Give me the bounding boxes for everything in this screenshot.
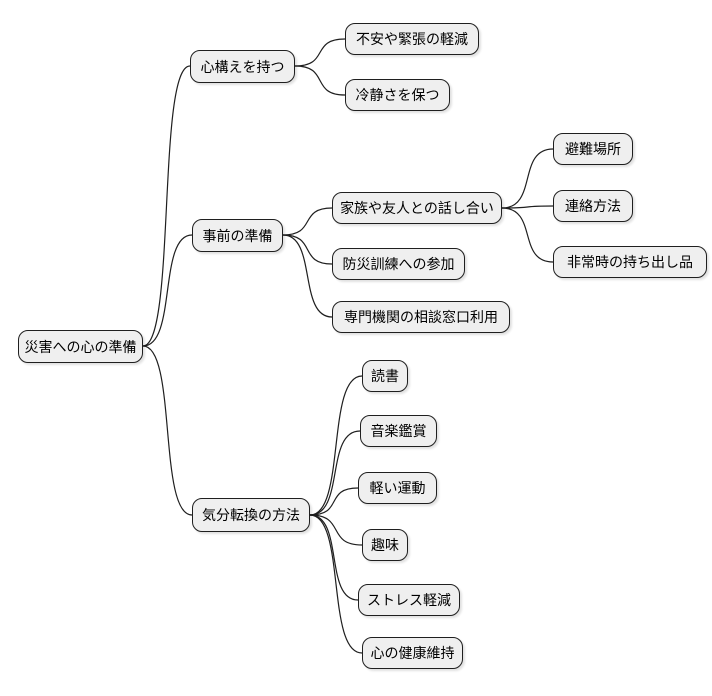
node-music[interactable]: 音楽鑑賞 xyxy=(360,415,437,447)
node-emergency-kit[interactable]: 非常時の持ち出し品 xyxy=(553,246,707,278)
edge-mood-reading xyxy=(309,375,363,516)
node-disaster-drill[interactable]: 防災訓練への参加 xyxy=(332,248,465,280)
edge-family-contact xyxy=(501,205,554,209)
node-family-discussion[interactable]: 家族や友人との話し合い xyxy=(332,192,502,224)
edge-mindset-calm xyxy=(294,65,346,96)
node-stay-calm[interactable]: 冷静さを保つ xyxy=(345,79,450,111)
node-root[interactable]: 災害への心の準備 xyxy=(18,330,143,363)
node-reading[interactable]: 読書 xyxy=(362,360,408,392)
node-hobby[interactable]: 趣味 xyxy=(362,529,408,561)
edge-root-mood xyxy=(142,345,193,516)
edge-mood-hobby xyxy=(309,514,363,546)
edge-family-emergency-kit xyxy=(501,207,554,263)
node-light-exercise[interactable]: 軽い運動 xyxy=(358,472,437,504)
edge-root-mindset xyxy=(142,65,191,347)
edge-mood-music xyxy=(309,430,361,516)
node-consultation-service[interactable]: 専門機関の相談窓口利用 xyxy=(332,301,510,333)
node-anxiety-reduction[interactable]: 不安や緊張の軽減 xyxy=(345,23,479,55)
edge-mood-stress xyxy=(309,514,359,601)
edge-root-preparation xyxy=(142,234,193,347)
node-advance-preparation[interactable]: 事前の準備 xyxy=(192,219,283,252)
edge-mood-exercise xyxy=(309,487,359,516)
node-contact-method[interactable]: 連絡方法 xyxy=(553,190,633,222)
node-mood-change[interactable]: 気分転換の方法 xyxy=(192,498,310,532)
edge-preparation-family xyxy=(282,207,333,236)
node-mindset[interactable]: 心構えを持つ xyxy=(190,50,295,83)
edge-mood-mental-health xyxy=(309,514,363,654)
node-evacuation-site[interactable]: 避難場所 xyxy=(553,133,633,165)
node-stress-reduction[interactable]: ストレス軽減 xyxy=(358,584,460,616)
edge-family-shelter xyxy=(501,148,554,209)
edge-mindset-anxiety xyxy=(294,38,346,67)
edge-preparation-consultation xyxy=(282,234,333,318)
edge-preparation-drill xyxy=(282,234,333,265)
node-mental-health[interactable]: 心の健康維持 xyxy=(362,637,463,669)
